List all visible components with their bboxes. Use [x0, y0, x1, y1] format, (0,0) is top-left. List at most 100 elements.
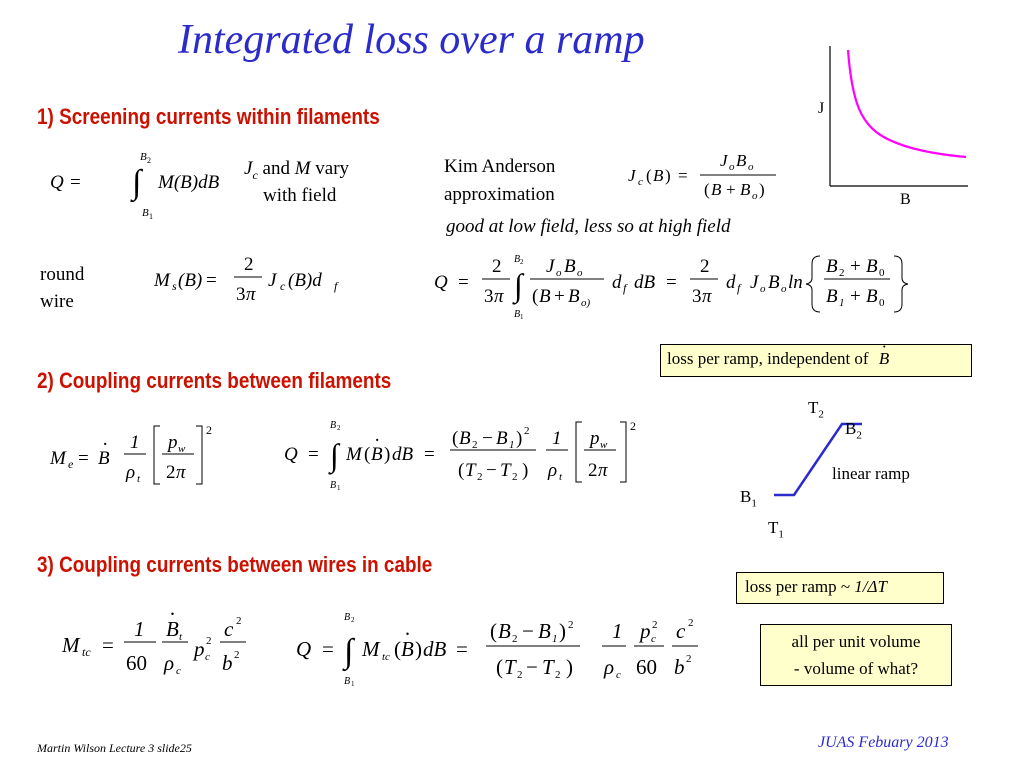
svg-text:B: B — [653, 166, 664, 185]
svg-text:o: o — [748, 161, 754, 173]
loss-per-ramp-box: loss per ramp ~ 1/ΔT — [736, 572, 944, 604]
svg-text:1: 1 — [130, 432, 140, 453]
svg-text:B: B — [166, 617, 179, 641]
svg-text:): ) — [759, 180, 765, 199]
svg-text:B: B — [736, 151, 747, 170]
svg-text:·: · — [404, 622, 411, 646]
svg-text:1: 1 — [351, 680, 355, 688]
svg-text:2: 2 — [236, 615, 242, 627]
svg-text:2: 2 — [244, 254, 254, 275]
vary-word: vary — [315, 158, 350, 179]
svg-text:M: M — [345, 444, 363, 465]
footer-author: Martin Wilson Lecture 3 slide25 — [37, 741, 192, 755]
svg-text:Q: Q — [284, 444, 298, 465]
svg-text:+: + — [850, 256, 861, 277]
t1-label: T1 — [768, 518, 784, 541]
svg-text:(: ( — [646, 166, 652, 185]
svg-text:B: B — [344, 612, 350, 623]
svg-text:B: B — [568, 286, 580, 307]
ramp-line — [774, 422, 862, 497]
svg-text:(: ( — [452, 428, 458, 449]
per-unit-volume-line2: - volume of what? — [793, 659, 919, 678]
svg-text:B: B — [330, 420, 336, 431]
svg-text:1: 1 — [134, 617, 145, 641]
svg-text:(B)d: (B)d — [288, 270, 322, 291]
j-vs-b-graph — [829, 46, 968, 187]
svg-text:1: 1 — [509, 439, 515, 451]
svg-text:·: · — [374, 430, 380, 451]
svg-text:∫: ∫ — [512, 267, 525, 305]
svg-text:c: c — [638, 176, 643, 188]
svg-text:·: · — [169, 602, 176, 626]
svg-text:∫: ∫ — [342, 633, 356, 672]
svg-text:c: c — [676, 619, 686, 643]
svg-text:2: 2 — [492, 256, 502, 277]
svg-text:2: 2 — [568, 619, 574, 631]
svg-text:2: 2 — [555, 669, 561, 681]
svg-text:B: B — [142, 207, 149, 219]
svg-text:2: 2 — [512, 471, 518, 483]
svg-text:Q: Q — [50, 172, 64, 193]
svg-text:2: 2 — [166, 462, 176, 483]
svg-text:π: π — [598, 460, 608, 481]
svg-text:o: o — [577, 267, 583, 279]
svg-text:B: B — [140, 151, 147, 163]
svg-text:tc: tc — [382, 651, 390, 663]
svg-text:(: ( — [364, 444, 370, 465]
svg-text:p: p — [166, 432, 178, 453]
svg-text:−: − — [486, 460, 497, 481]
svg-text:J: J — [720, 151, 729, 170]
svg-text:−: − — [522, 619, 534, 643]
svg-text:60: 60 — [636, 655, 657, 679]
b2-label: B2 — [845, 419, 862, 442]
t2-label: T2 — [808, 398, 824, 421]
svg-text:): ) — [566, 655, 573, 679]
svg-text:w: w — [178, 443, 186, 455]
svg-text:p: p — [192, 637, 205, 661]
svg-text:3: 3 — [484, 286, 494, 307]
j-b-curve — [846, 49, 967, 159]
svg-text:∫: ∫ — [130, 164, 144, 203]
svg-text:B: B — [866, 286, 878, 307]
svg-text:2: 2 — [472, 439, 478, 451]
svg-text:c: c — [224, 617, 234, 641]
svg-text:2: 2 — [688, 617, 694, 629]
section2-heading: 2) Coupling currents between filaments — [37, 368, 392, 393]
svg-text:B: B — [514, 309, 520, 320]
svg-text:T: T — [500, 460, 512, 481]
svg-text:1: 1 — [552, 633, 558, 645]
svg-text:): ) — [665, 166, 671, 185]
svg-text:1: 1 — [149, 212, 153, 221]
svg-text:B: B — [539, 286, 551, 307]
graph-y-label: J — [818, 100, 825, 117]
svg-text:o: o — [752, 190, 758, 202]
svg-text:t: t — [179, 631, 183, 643]
section3-heading: 3) Coupling currents between wires in ca… — [37, 552, 433, 577]
svg-text:2: 2 — [477, 471, 483, 483]
svg-text:3: 3 — [692, 286, 702, 307]
svg-text:): ) — [415, 637, 422, 661]
svg-text:0: 0 — [879, 297, 885, 309]
svg-text:B: B — [459, 428, 471, 449]
svg-text:2: 2 — [206, 423, 212, 437]
svg-text:2: 2 — [686, 653, 692, 665]
svg-text:d: d — [726, 272, 736, 293]
and-word: and — [262, 158, 290, 179]
jc-symbol: Jc — [244, 158, 258, 182]
svg-text:M(B)dB: M(B)dB — [157, 172, 220, 193]
svg-text:1: 1 — [612, 619, 623, 643]
m-symbol: M — [294, 158, 311, 179]
footer-event: JUAS Febuary 2013 — [818, 734, 949, 751]
svg-text:B: B — [866, 256, 878, 277]
per-unit-volume-box: all per unit volume - volume of what? — [760, 624, 952, 686]
svg-text:=: = — [456, 637, 468, 661]
svg-text:1: 1 — [337, 484, 341, 492]
svg-text:2: 2 — [337, 424, 341, 432]
svg-text:(: ( — [704, 180, 710, 199]
svg-text:): ) — [522, 460, 528, 481]
svg-text:t: t — [559, 471, 563, 483]
